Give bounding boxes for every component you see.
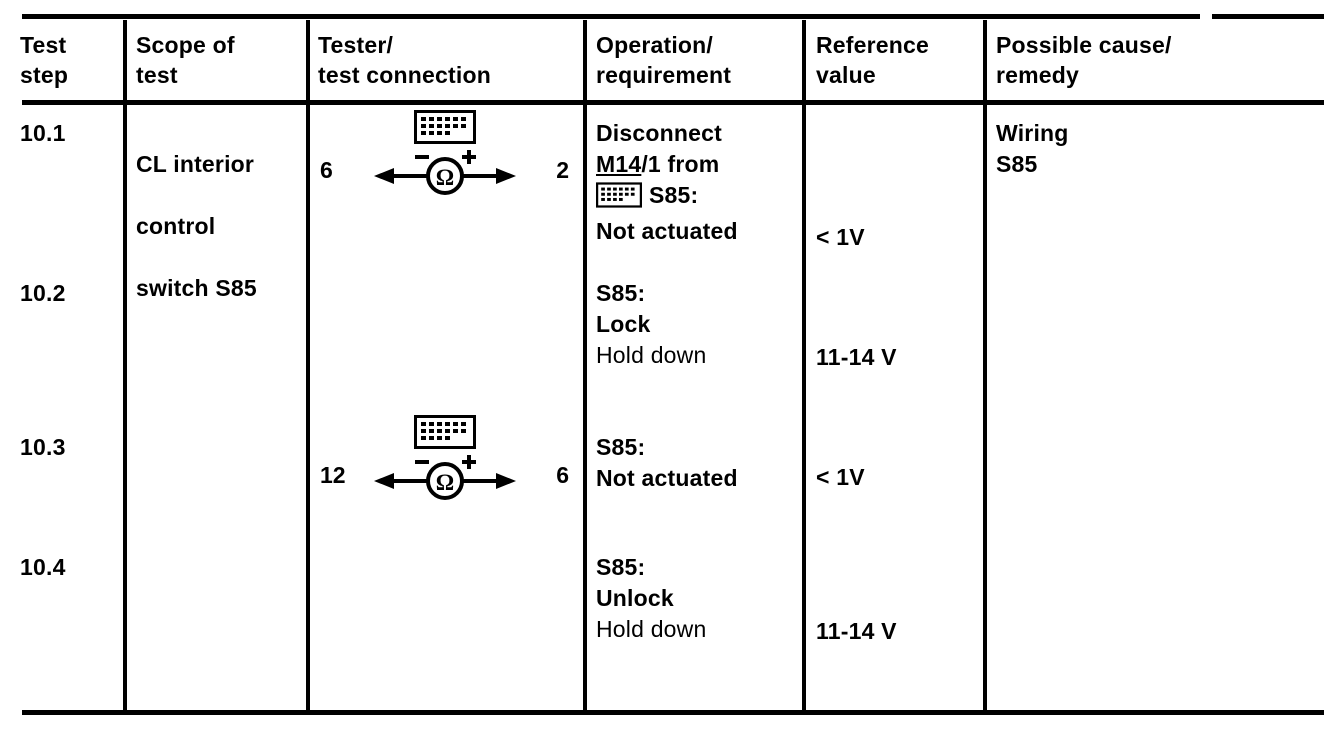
connector-plug-icon [596,182,642,216]
pin-number-left: 6 [320,157,333,183]
pin-number-left: 12 [320,462,346,488]
column-header-possible-cause: Possible cause/ remedy [996,32,1172,88]
table-bottom-border [22,710,1324,715]
scope-switch-code: S85 [215,275,257,301]
reference-value: < 1V [816,224,865,250]
operation-line-connector-ref: M14/1 from [596,149,738,180]
possible-cause-text: Wiring S85 [996,120,1069,177]
ohmmeter-symbol: Ω [370,144,520,201]
operation-line-switch-ref: S85: [596,180,738,216]
scope-of-test-text: CL interior control switch S85 [136,118,257,304]
scope-line-1: CL interior [136,151,255,177]
ohmmeter-diagram-2: 12 6 [306,415,583,505]
operation-action: Unlock [596,585,674,611]
operation-line-requirement: Not actuated [596,218,738,244]
column-header-test-step: Test step [20,32,69,88]
column-divider-5 [983,20,987,710]
operation-line-disconnect: Disconnect [596,120,722,146]
reference-value: 11-14 V [816,344,897,370]
connector-plug-icon [413,110,476,149]
column-divider-4 [802,20,806,710]
header-separator-rule [22,100,1324,105]
column-header-tester: Tester/ test connection [318,32,491,88]
ohmmeter-symbol: Ω [370,449,520,506]
column-divider-1 [123,20,127,710]
reference-value: 11-14 V [816,618,897,644]
operation-switch-code: S85: [596,554,646,580]
operation-block-4: S85: Unlock Hold down [596,552,706,645]
operation-block-2: S85: Lock Hold down [596,278,706,371]
test-step-number: 10.4 [20,554,66,580]
test-step-number: 10.1 [20,120,66,146]
pin-number-right: 6 [556,462,569,488]
column-header-operation: Operation/ requirement [596,32,732,88]
column-divider-3 [583,20,587,710]
column-header-reference: Reference value [816,32,930,88]
table-top-border [22,14,1200,19]
svg-text:Ω: Ω [435,165,453,190]
operation-hold-instruction: Hold down [596,616,707,642]
test-step-number: 10.3 [20,434,66,460]
scope-line-2: control [136,213,216,239]
operation-switch-code: S85: [596,280,646,306]
connector-plug-icon [413,415,476,454]
test-step-number: 10.2 [20,280,66,306]
operation-requirement: Not actuated [596,465,738,491]
svg-text:Ω: Ω [435,470,453,495]
scope-line-3-prefix: switch [136,275,216,301]
table-top-border-fragment [1212,14,1324,19]
pin-number-right: 2 [556,157,569,183]
column-header-scope-of-test: Scope of test [136,32,235,88]
operation-action: Lock [596,311,651,337]
ohmmeter-diagram-1: 6 2 [306,110,583,200]
operation-switch-code: S85: [649,182,699,208]
connector-code-rest: /1 from [641,151,720,177]
operation-switch-code: S85: [596,434,646,460]
operation-block-1: Disconnect M14/1 from S85: Not actuated [596,118,738,247]
column-divider-2 [306,20,310,710]
operation-hold-instruction: Hold down [596,342,707,368]
operation-block-3: S85: Not actuated [596,432,738,494]
reference-value: < 1V [816,464,865,490]
connector-code-underlined: M14 [596,151,642,177]
